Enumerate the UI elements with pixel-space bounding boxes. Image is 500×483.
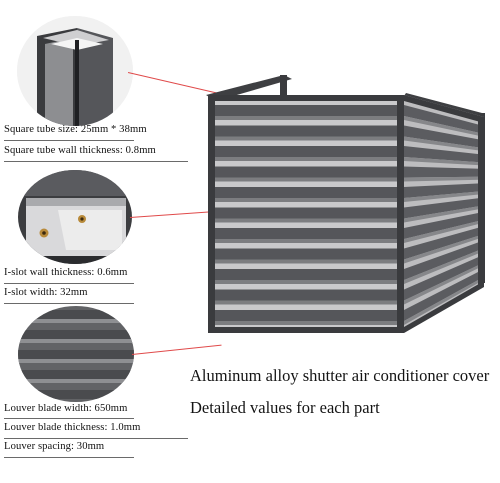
i-slot-detail-photo: [18, 170, 132, 264]
caption-title: Aluminum alloy shutter air conditioner c…: [190, 366, 490, 385]
side-louver-blade: [404, 227, 480, 264]
side-louver-blade: [404, 241, 480, 284]
louver-blade: [214, 310, 398, 325]
spec-louver-thickness: Louver blade thickness: 1.0mm: [4, 422, 141, 433]
louver-blade: [214, 207, 398, 223]
louver-blade: [214, 146, 398, 161]
louver-blade: [214, 269, 398, 284]
louver-blade-detail-photo: [18, 306, 134, 402]
spec-square-tube-wall: Square tube wall thickness: 0.8mm: [4, 145, 156, 156]
side-louver-blade: [404, 125, 480, 151]
louver-blade: [214, 125, 398, 141]
shutter-cover-product-image: [206, 75, 485, 333]
divider: [4, 161, 188, 162]
divider: [4, 457, 134, 458]
side-louver-blade: [404, 256, 480, 305]
louver-blade: [214, 166, 398, 182]
spec-square-tube-size: Square tube size: 25mm * 38mm: [4, 124, 147, 135]
side-louver-blade: [404, 271, 480, 325]
spec-louver-spacing: Louver spacing: 30mm: [4, 441, 105, 452]
square-tube-detail-photo: [17, 16, 133, 126]
divider: [4, 140, 134, 141]
divider: [4, 303, 134, 304]
spec-louver-width: Louver blade width: 650mm: [4, 403, 128, 414]
divider: [4, 418, 134, 419]
louver-blade: [214, 105, 398, 120]
louver-blade: [214, 228, 398, 243]
spec-i-slot-wall: I-slot wall thickness: 0.6mm: [4, 267, 128, 278]
side-louver-blade: [404, 198, 480, 223]
side-louver-blade: [404, 166, 480, 182]
caption-subtitle: Detailed values for each part: [190, 398, 380, 417]
side-louver-blade: [404, 105, 480, 136]
spec-i-slot-width: I-slot width: 32mm: [4, 287, 88, 298]
divider: [4, 438, 188, 439]
louver-blade: [214, 248, 398, 264]
divider: [4, 283, 134, 284]
side-louver-blade: [404, 212, 480, 243]
louver-blade: [214, 187, 398, 202]
leader-line-louver: [131, 344, 222, 356]
side-louver-blade: [404, 183, 480, 202]
side-louver-blade: [404, 146, 480, 166]
louver-blade: [214, 289, 398, 305]
